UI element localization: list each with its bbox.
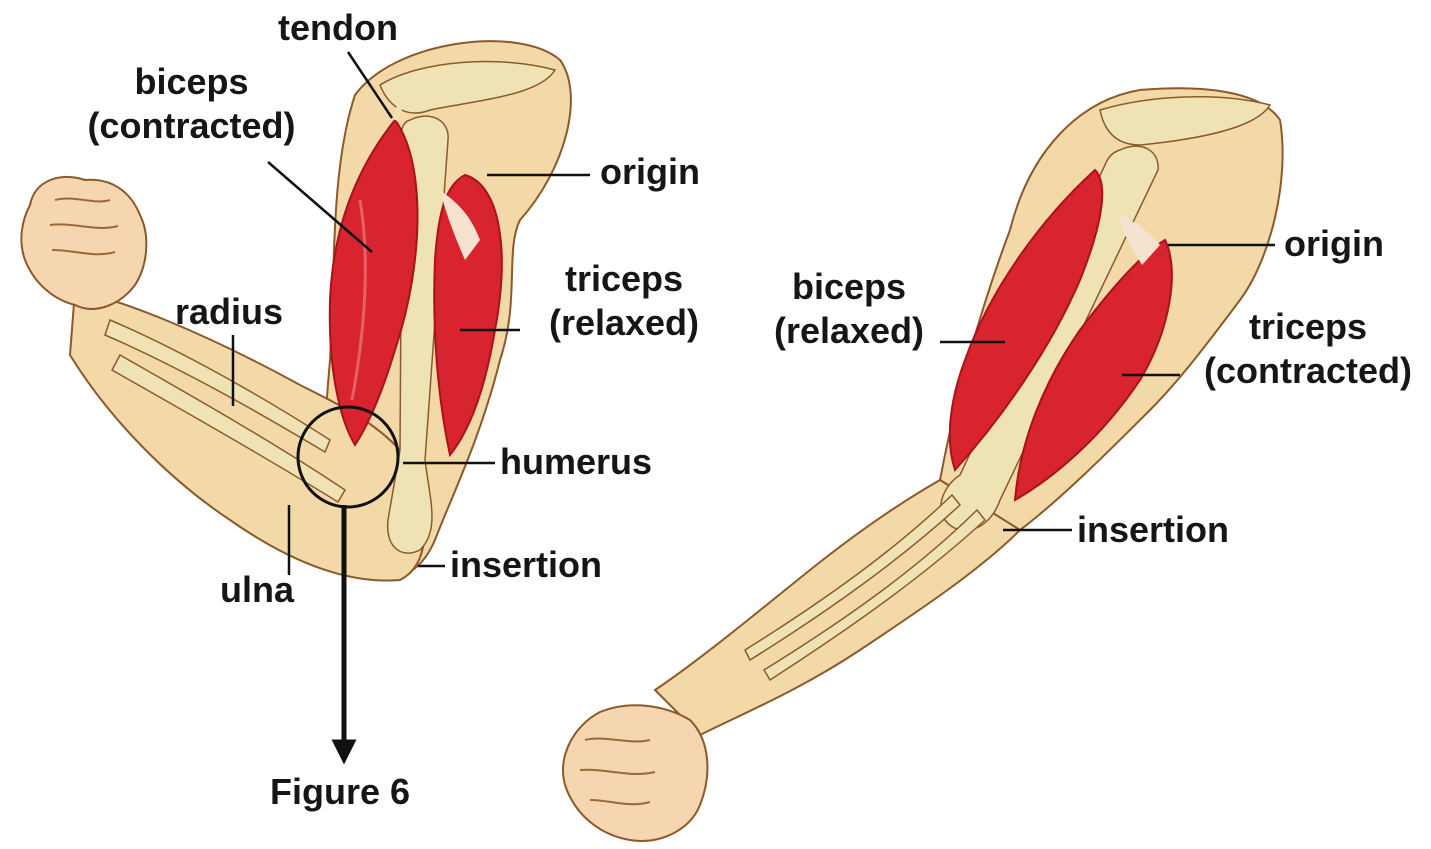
- label-radius: radius: [175, 290, 283, 334]
- label-triceps-relaxed: triceps (relaxed): [538, 257, 710, 345]
- label-triceps-relaxed-line1: triceps: [538, 257, 710, 301]
- label-figure-6: Figure 6: [270, 770, 410, 814]
- label-biceps-relaxed-line1: biceps: [765, 265, 933, 309]
- right-arm: [563, 88, 1283, 841]
- label-insertion-right: insertion: [1077, 508, 1229, 552]
- label-triceps-contracted: triceps (contracted): [1190, 305, 1426, 393]
- label-insertion-left: insertion: [450, 543, 602, 587]
- label-triceps-relaxed-line2: (relaxed): [538, 301, 710, 345]
- label-biceps-contracted-line2: (contracted): [74, 104, 309, 148]
- label-triceps-contracted-line2: (contracted): [1190, 349, 1426, 393]
- label-tendon: tendon: [278, 6, 398, 50]
- label-origin-left: origin: [600, 150, 700, 194]
- label-origin-right: origin: [1284, 222, 1384, 266]
- label-biceps-contracted-line1: biceps: [74, 60, 309, 104]
- label-biceps-relaxed-line2: (relaxed): [765, 309, 933, 353]
- label-humerus: humerus: [500, 440, 652, 484]
- label-biceps-contracted: biceps (contracted): [74, 60, 309, 148]
- label-triceps-contracted-line1: triceps: [1190, 305, 1426, 349]
- label-biceps-relaxed: biceps (relaxed): [765, 265, 933, 353]
- label-ulna: ulna: [220, 568, 294, 612]
- left-fist: [21, 177, 146, 309]
